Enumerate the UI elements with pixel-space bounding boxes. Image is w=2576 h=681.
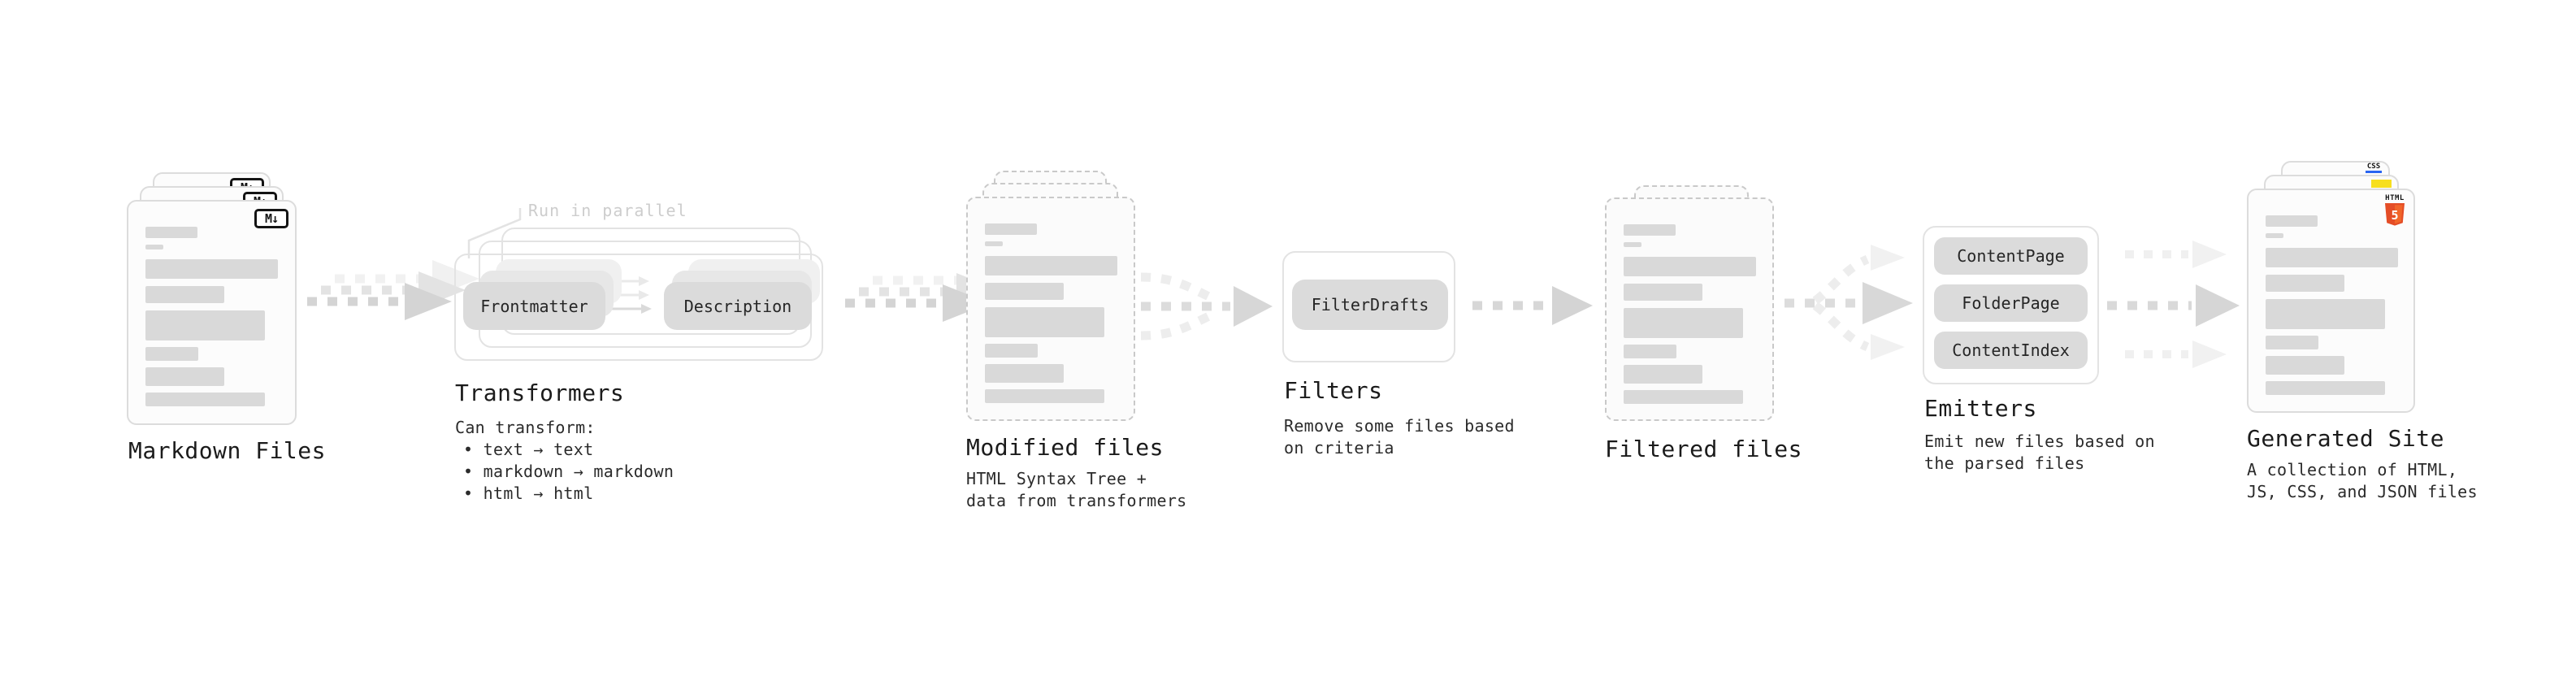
transformer-box-front [454, 254, 823, 361]
stage-title-transformers: Transformers [455, 380, 625, 406]
emitters-box [1923, 226, 2099, 384]
transformers-bullet: • html → html [463, 484, 594, 503]
contentindex-chip: ContentIndex [1934, 332, 2088, 369]
markdown-file-front: M↓ [127, 200, 297, 425]
transformers-bullet: • text → text [463, 440, 594, 459]
document-placeholder-lines [145, 227, 278, 406]
arrow-emitters-to-generated [2107, 241, 2240, 368]
markdown-icon: M↓ [254, 209, 288, 228]
run-in-parallel-note: Run in parallel [528, 201, 687, 220]
frontmatter-chip: Frontmatter [463, 282, 605, 330]
html5-icon: HTML 5 [2384, 195, 2405, 230]
modified-files-subtitle: data from transformers [966, 491, 1187, 510]
filters-subtitle: Remove some files based [1284, 416, 1515, 436]
arrow-filters-to-filtered [1472, 286, 1593, 325]
contentpage-chip: ContentPage [1934, 237, 2088, 275]
stage-title-markdown-files: Markdown Files [128, 437, 327, 464]
stage-title-generated-site: Generated Site [2247, 425, 2445, 452]
stage-title-modified-files: Modified files [966, 434, 1164, 461]
transformers-bullet: • markdown → markdown [463, 462, 674, 481]
emitters-subtitle: Emit new files based on [1924, 432, 2155, 451]
folderpage-chip: FolderPage [1934, 284, 2088, 322]
stage-title-filtered-files: Filtered files [1605, 436, 1803, 462]
transformers-description-heading: Can transform: [455, 418, 596, 437]
filters-subtitle: on criteria [1284, 438, 1394, 458]
modified-files-subtitle: HTML Syntax Tree + [966, 469, 1147, 488]
document-placeholder-lines [1624, 224, 1756, 404]
generated-site-subtitle: JS, CSS, and JSON files [2247, 482, 2478, 501]
generated-site-subtitle: A collection of HTML, [2247, 460, 2458, 479]
description-chip: Description [664, 282, 812, 330]
document-placeholder-lines [2266, 215, 2398, 395]
filtered-file-front [1605, 197, 1774, 421]
generated-html-file: HTML 5 [2247, 189, 2415, 413]
arrow-modified-to-filters [1140, 272, 1273, 340]
svg-text:5: 5 [2391, 208, 2398, 223]
filters-box [1282, 251, 1455, 362]
emitters-subtitle: the parsed files [1924, 453, 2085, 473]
stage-title-emitters: Emitters [1924, 395, 2037, 422]
document-placeholder-lines [985, 223, 1117, 403]
css-icon: CSS [2366, 163, 2382, 173]
stage-title-filters: Filters [1284, 377, 1383, 404]
arrow-filtered-to-emitters [1785, 245, 1913, 360]
filterdrafts-chip: FilterDrafts [1292, 280, 1448, 330]
modified-file-front [966, 197, 1135, 421]
js-icon [2371, 180, 2392, 188]
